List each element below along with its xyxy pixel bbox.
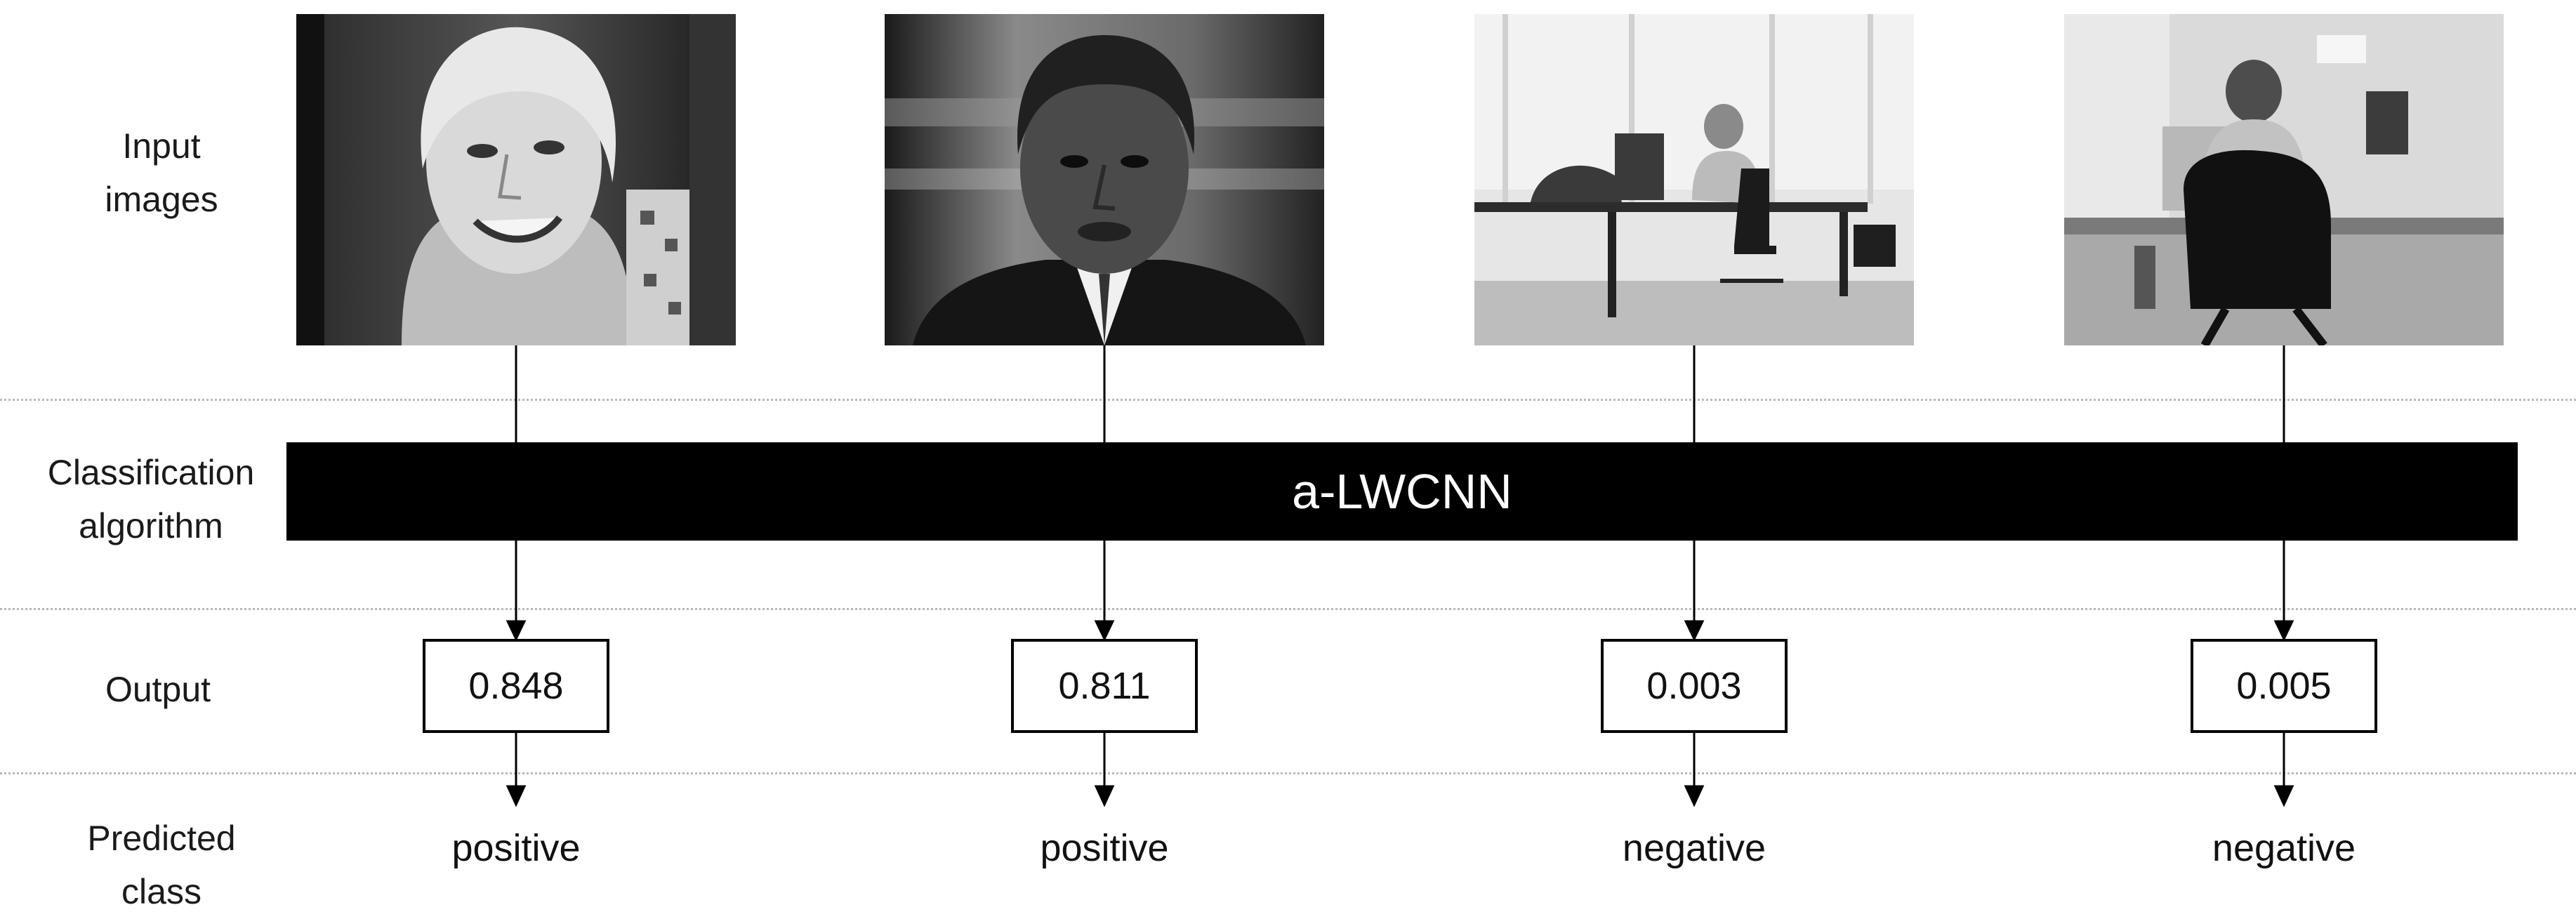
row-label-algorithm-line2: algorithm — [79, 506, 223, 546]
predicted-class-1: positive — [451, 827, 581, 869]
output-box-2: 0.811 — [1011, 639, 1198, 733]
input-image-2 — [885, 14, 1324, 345]
row-label-input: Input images — [84, 119, 239, 226]
row-label-output-line1: Output — [105, 670, 211, 709]
predicted-class-4: negative — [2212, 827, 2356, 869]
office-person-back-view-image — [2064, 14, 2504, 345]
divider-3 — [0, 772, 2576, 774]
arrowhead-output-2 — [1094, 620, 1115, 642]
divider-1 — [0, 399, 2576, 401]
input-image-3 — [1474, 14, 1914, 345]
office-person-at-desk-image — [1474, 14, 1914, 345]
arrowhead-class-2 — [1094, 785, 1115, 807]
predicted-class-2: positive — [1040, 827, 1169, 869]
row-label-output: Output — [63, 663, 253, 716]
divider-2 — [0, 608, 2576, 610]
output-box-4: 0.005 — [2191, 639, 2377, 733]
arrowhead-output-3 — [1684, 620, 1705, 642]
row-label-algorithm: Classification algorithm — [21, 446, 281, 553]
arrowhead-output-4 — [2273, 620, 2294, 642]
output-box-1: 0.848 — [423, 639, 609, 733]
row-label-algorithm-line1: Classification — [47, 453, 255, 492]
face-woman-smiling-image — [296, 14, 736, 345]
arrowhead-class-1 — [506, 785, 527, 807]
arrowhead-class-4 — [2273, 785, 2294, 807]
classification-algorithm-bar: a-LWCNN — [286, 442, 2518, 541]
row-label-predicted: Predicted class — [56, 812, 267, 918]
algorithm-name: a-LWCNN — [1292, 464, 1512, 519]
arrowhead-output-1 — [506, 620, 527, 642]
predicted-class-3: negative — [1622, 827, 1766, 869]
output-box-3: 0.003 — [1601, 639, 1788, 733]
row-label-input-line2: images — [105, 180, 218, 219]
input-image-1 — [296, 14, 736, 345]
input-image-4 — [2064, 14, 2504, 345]
row-label-input-line1: Input — [122, 126, 201, 166]
row-label-predicted-line1: Predicted — [87, 819, 236, 858]
face-man-suit-image — [885, 14, 1324, 345]
row-label-predicted-line2: class — [121, 872, 202, 911]
arrowhead-class-3 — [1684, 785, 1705, 807]
